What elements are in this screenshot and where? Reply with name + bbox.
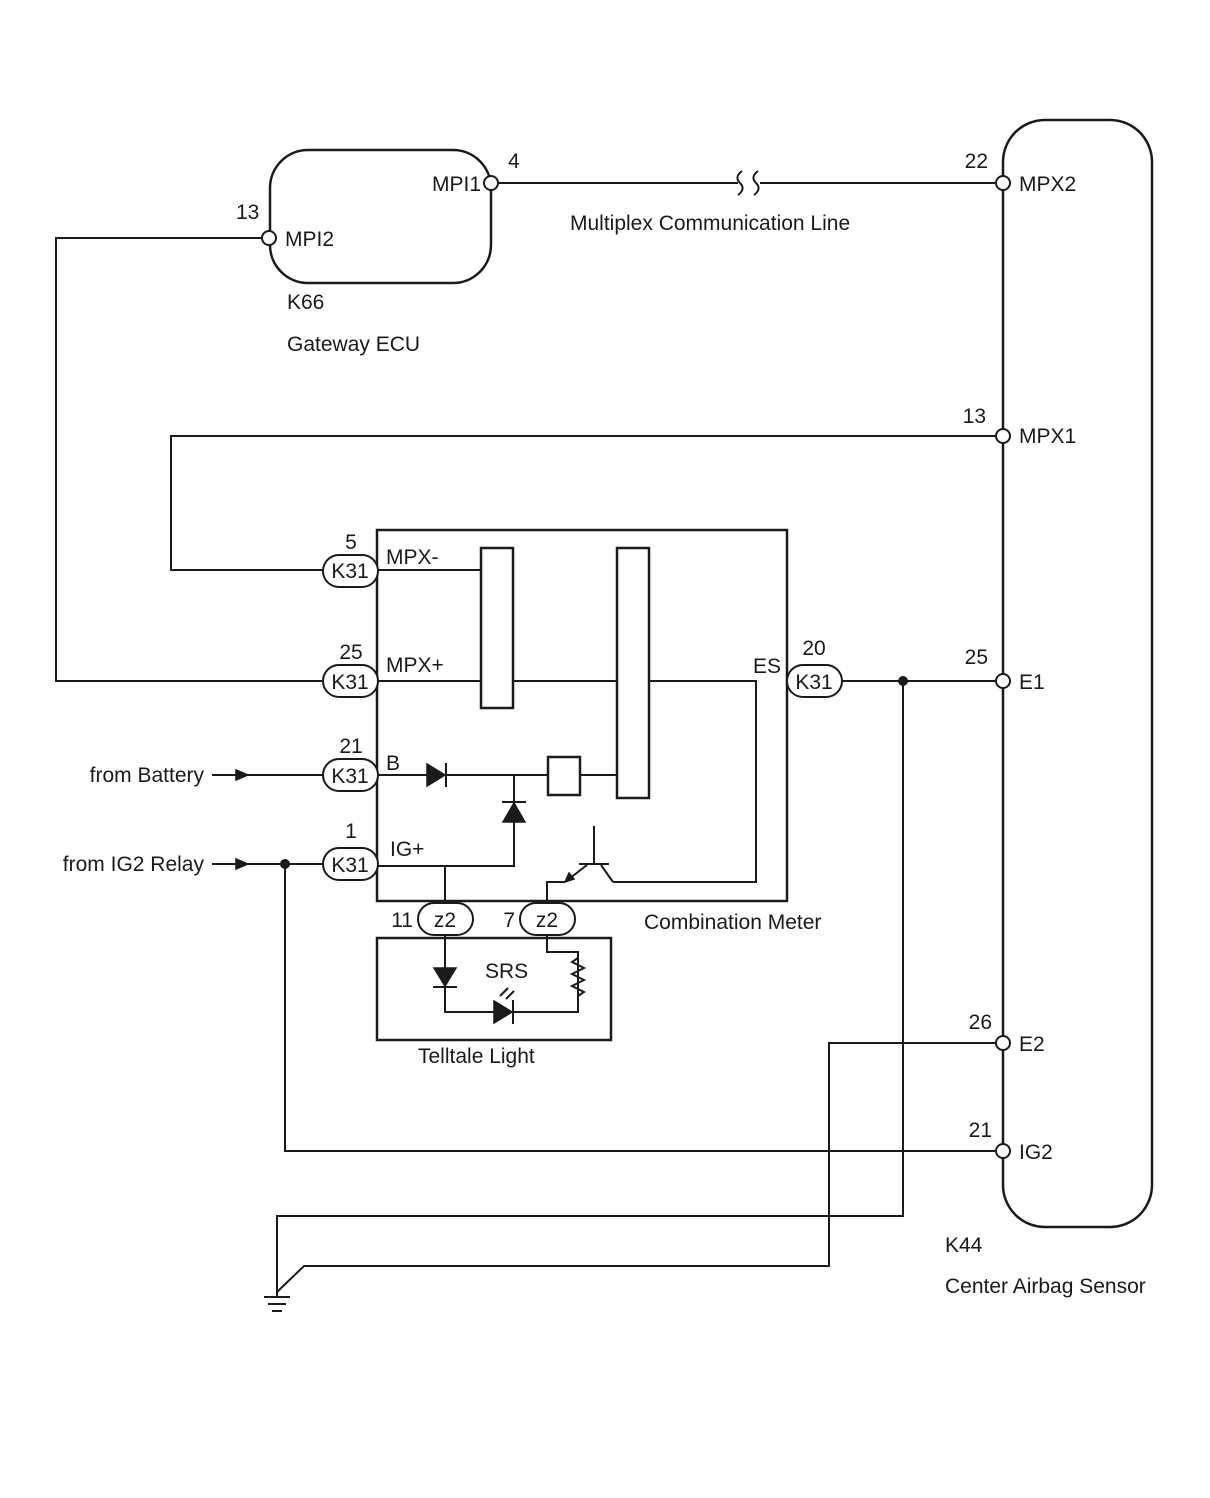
ground-icon xyxy=(264,1296,290,1312)
pin-name-mpx-plus: MPX+ xyxy=(386,654,444,677)
wire-mpx1-to-mpx-minus xyxy=(170,435,996,571)
pin-number-4: 4 xyxy=(508,150,520,173)
communication-ic-block xyxy=(479,546,515,710)
pin-ig2 xyxy=(995,1143,1011,1159)
gateway-ecu-code: K66 xyxy=(287,291,324,314)
pin-e1 xyxy=(995,673,1011,689)
connector-code: K31 xyxy=(331,671,368,694)
pin-mpi1 xyxy=(483,175,499,191)
pin-name-ig2: IG2 xyxy=(1019,1141,1053,1164)
pin-name-b: B xyxy=(386,752,400,775)
pin-number-1: 1 xyxy=(345,820,357,843)
airbag-sensor-name: Center Airbag Sensor xyxy=(945,1275,1146,1298)
wire-e1-to-ground xyxy=(276,681,904,1297)
pin-number-21: 21 xyxy=(339,735,362,758)
multiplex-communication-line xyxy=(497,170,996,196)
arrow-icon xyxy=(235,857,250,871)
connector-z2-11: z2 xyxy=(417,902,474,936)
pin-e2 xyxy=(995,1035,1011,1051)
pin-name-e2: E2 xyxy=(1019,1033,1045,1056)
diode-icon xyxy=(426,762,447,788)
pin-number-5: 5 xyxy=(345,531,357,554)
diode-icon xyxy=(432,967,458,988)
multiplex-line-label: Multiplex Communication Line xyxy=(570,212,850,235)
pin-mpi2 xyxy=(261,230,277,246)
airbag-sensor-code: K44 xyxy=(945,1234,983,1257)
pin-number-13: 13 xyxy=(963,405,986,428)
telltale-light-name: Telltale Light xyxy=(418,1045,535,1068)
pin-number-13: 13 xyxy=(236,201,259,224)
connector-k31-25: K31 xyxy=(322,664,379,698)
arrow-icon xyxy=(235,768,250,782)
es-internal-wire xyxy=(613,680,757,883)
connector-code: z2 xyxy=(536,909,558,932)
pin-name-e1: E1 xyxy=(1019,671,1045,694)
wire-ig2-to-ig-plus xyxy=(284,864,996,1152)
pin-number-22: 22 xyxy=(965,150,988,173)
pin-name-es: ES xyxy=(753,655,781,678)
connector-code: K31 xyxy=(331,854,368,877)
connector-k31-5: K31 xyxy=(322,554,379,588)
connector-code: z2 xyxy=(434,909,456,932)
connector-code: K31 xyxy=(795,671,832,694)
pin-number-25: 25 xyxy=(965,646,988,669)
pin-name-mpi2: MPI2 xyxy=(285,228,334,251)
pin-number-20: 20 xyxy=(802,637,825,660)
pin-number-7: 7 xyxy=(503,909,515,932)
wire-e2-to-ground xyxy=(276,1042,996,1293)
pin-number-25: 25 xyxy=(339,641,362,664)
connector-code: K31 xyxy=(331,765,368,788)
connector-z2-7: z2 xyxy=(519,902,576,936)
pin-number-11: 11 xyxy=(391,909,413,932)
pin-mpx1 xyxy=(995,428,1011,444)
connector-k31-21: K31 xyxy=(322,758,379,792)
gateway-ecu-name: Gateway ECU xyxy=(287,333,420,356)
pin-mpx2 xyxy=(995,175,1011,191)
telltale-light-box xyxy=(375,936,613,1042)
gateway-ecu-box xyxy=(268,148,493,285)
srs-lamp-label: SRS xyxy=(485,960,528,983)
from-battery-label: from Battery xyxy=(90,764,205,787)
connector-code: K31 xyxy=(331,560,368,583)
pin-name-mpx-minus: MPX- xyxy=(386,546,439,569)
combination-meter-box xyxy=(375,528,789,903)
pin-number-21: 21 xyxy=(969,1119,992,1142)
transistor-icon xyxy=(546,826,614,905)
from-ig2-relay-label: from IG2 Relay xyxy=(63,853,205,876)
resistor-icon xyxy=(569,957,587,997)
pin-name-mpi1: MPI1 xyxy=(432,173,481,196)
meter-cpu-block xyxy=(615,546,651,800)
connector-k31-20: K31 xyxy=(786,664,843,698)
pin-number-26: 26 xyxy=(969,1011,992,1034)
pin-name-ig-plus: IG+ xyxy=(390,838,424,861)
pin-name-mpx1: MPX1 xyxy=(1019,425,1076,448)
diode-icon xyxy=(501,801,527,823)
pin-name-mpx2: MPX2 xyxy=(1019,173,1076,196)
connector-k31-1: K31 xyxy=(322,847,379,881)
regulator-block xyxy=(546,755,582,797)
wire-mpi2-to-mpx-plus xyxy=(55,237,323,682)
combination-meter-name: Combination Meter xyxy=(644,911,821,934)
srs-led-icon xyxy=(493,987,515,1025)
